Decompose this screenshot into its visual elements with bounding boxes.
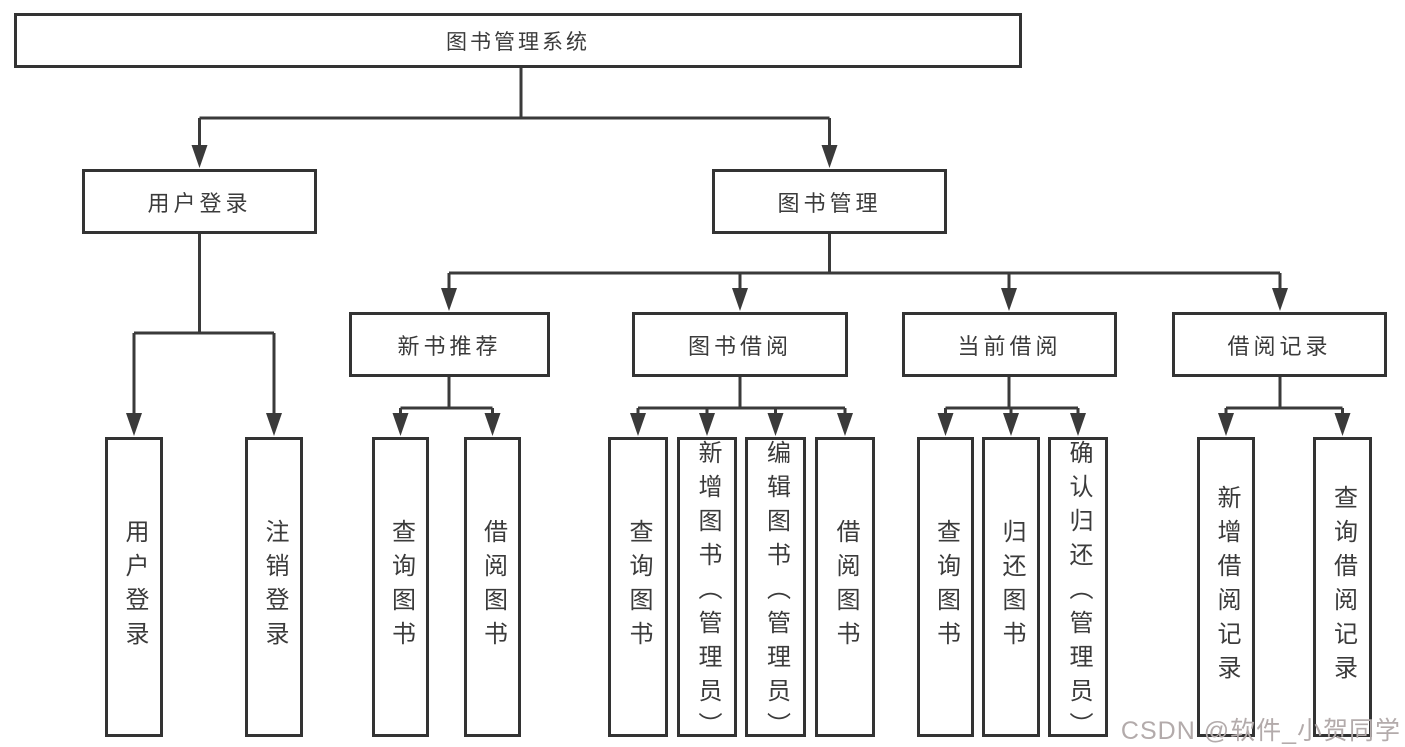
node-borrow-records: 借阅记录 <box>1172 312 1387 377</box>
leaf-return-books: 归还图书 <box>982 437 1040 737</box>
leaf-query-borrow-record: 查询借阅记录 <box>1313 437 1372 737</box>
edge-book-borrow-to-leaves <box>630 377 853 436</box>
node-user-login: 用户登录 <box>82 169 317 234</box>
leaf-add-borrow-record: 新增借阅记录 <box>1197 437 1255 737</box>
edge-new-books-to-leaves <box>392 377 501 436</box>
leaf-query-books-recommend: 查询图书 <box>372 437 429 737</box>
edge-user-login-to-leaves <box>126 234 282 436</box>
leaf-query-books-current: 查询图书 <box>917 437 974 737</box>
edge-borrow-records-to-leaves <box>1218 377 1351 436</box>
edge-book-management-to-groups <box>441 234 1288 311</box>
node-book-management: 图书管理 <box>712 169 947 234</box>
leaf-add-books-admin: 新增图书（管理员） <box>677 437 737 746</box>
leaf-logout: 注销登录 <box>245 437 303 737</box>
node-book-borrow: 图书借阅 <box>632 312 848 377</box>
leaf-user-login: 用户登录 <box>105 437 163 737</box>
node-new-book-recommend: 新书推荐 <box>349 312 550 377</box>
leaf-borrow-books-recommend: 借阅图书 <box>464 437 521 737</box>
edge-root-to-children <box>191 68 838 168</box>
watermark: CSDN @软件_小贺同学 <box>1120 717 1401 745</box>
edge-current-borrow-to-leaves <box>937 377 1086 436</box>
node-current-borrow: 当前借阅 <box>902 312 1117 377</box>
leaf-edit-books-admin: 编辑图书（管理员） <box>745 437 806 746</box>
leaf-borrow-books: 借阅图书 <box>815 437 875 737</box>
leaf-query-books-borrow: 查询图书 <box>608 437 668 737</box>
leaf-confirm-return-admin: 确认归还（管理员） <box>1048 437 1108 746</box>
node-root: 图书管理系统 <box>14 13 1022 68</box>
